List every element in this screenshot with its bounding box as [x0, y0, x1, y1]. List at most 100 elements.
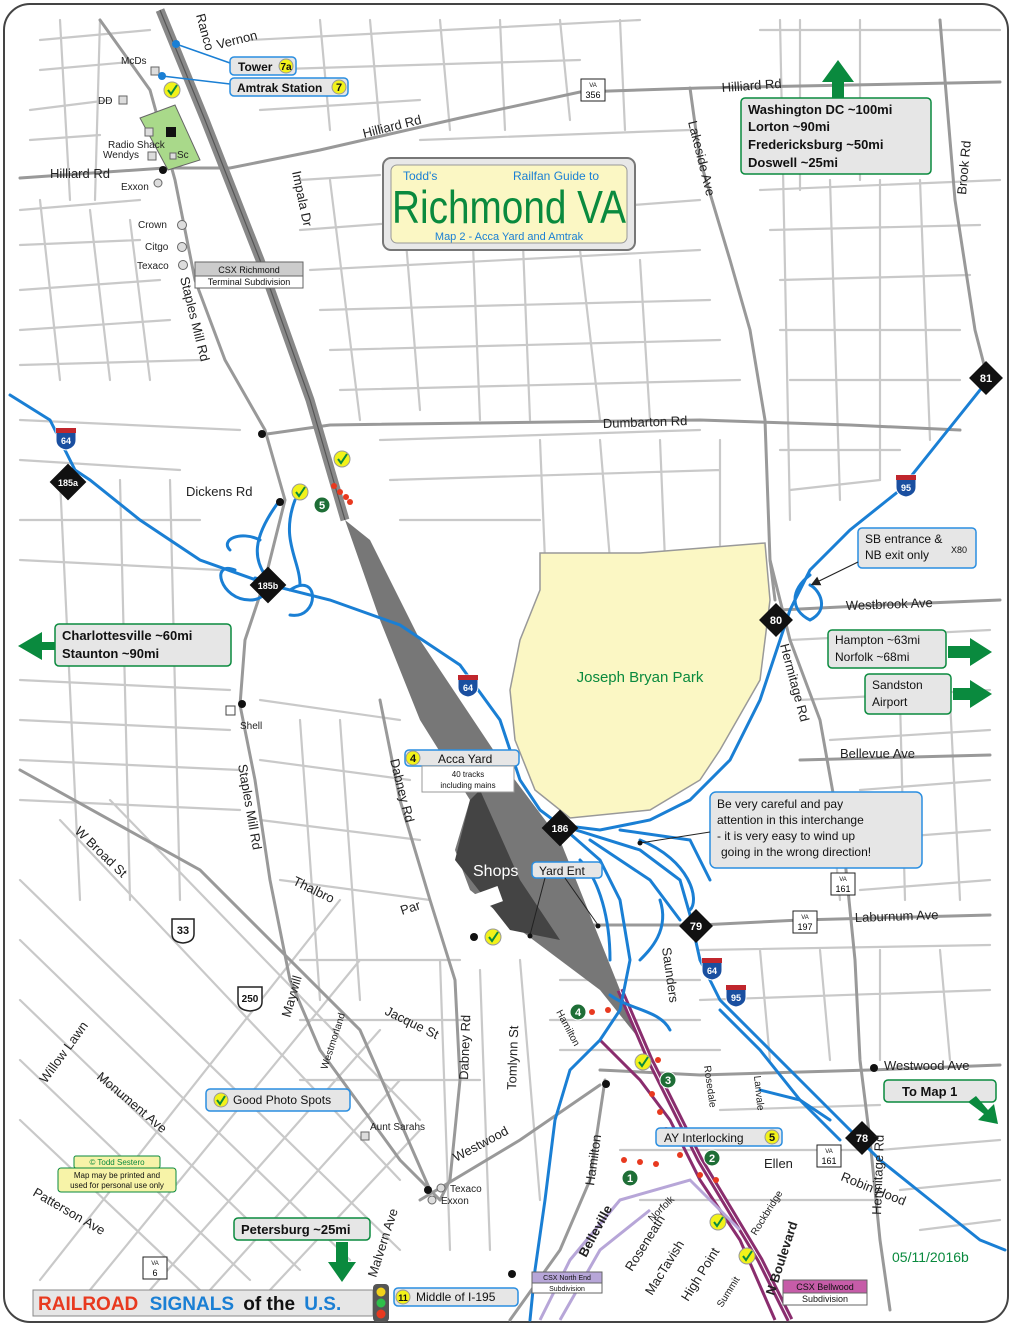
- signal-5-marker[interactable]: 5: [313, 496, 331, 514]
- amtrak-station-building-icon: [166, 127, 176, 137]
- poi-radio-shack-marker[interactable]: [144, 127, 154, 137]
- callout-ay-interlocking[interactable]: AY Interlocking 5: [655, 1127, 783, 1147]
- svg-text:6: 6: [152, 1268, 157, 1278]
- svg-text:78: 78: [856, 1133, 868, 1145]
- exit-78-marker[interactable]: 78: [845, 1121, 879, 1155]
- dest-south-petersburg[interactable]: Petersburg ~25mi: [233, 1217, 371, 1241]
- dest-north[interactable]: Washington DC ~100mi Lorton ~90mi Freder…: [740, 97, 932, 175]
- shops-area[interactable]: [455, 790, 560, 940]
- va6-marker[interactable]: VA 6: [142, 1256, 168, 1280]
- poi-exxon-bottom-marker[interactable]: [427, 1195, 437, 1205]
- poi-dd-marker[interactable]: [118, 95, 128, 105]
- poi-crown-label: Crown: [138, 220, 167, 231]
- subdivision-csx-bellwood[interactable]: CSX Bellwood Subdivision: [782, 1279, 868, 1306]
- poi-shell-marker[interactable]: [225, 705, 236, 716]
- brand-banner[interactable]: RAILROAD SIGNALS of the U.S.: [32, 1284, 389, 1322]
- i64-shield-west[interactable]: 64: [55, 427, 77, 451]
- dest-west[interactable]: Charlottesville ~60mi Staunton ~90mi: [54, 623, 232, 667]
- va356-marker[interactable]: VA 356: [580, 78, 606, 102]
- svg-text:5: 5: [319, 500, 325, 512]
- us250-shield[interactable]: 250: [237, 986, 263, 1012]
- callout-careful-interchange[interactable]: Be very careful and pay attention in thi…: [637, 791, 923, 869]
- photo-spot-dickens[interactable]: [291, 483, 309, 501]
- street-hermitage-rd-lower: Hermitage Rd: [869, 1134, 887, 1215]
- va161-marker-north[interactable]: VA 161: [830, 872, 856, 896]
- i95-shield-north[interactable]: 95: [895, 474, 917, 498]
- poi-aunt-sarahs-label: Aunt Sarahs: [370, 1122, 425, 1133]
- joseph-bryan-park-area[interactable]: [509, 542, 771, 819]
- dest-to-map-1[interactable]: To Map 1: [883, 1079, 997, 1103]
- callout-tower[interactable]: Tower 7a: [229, 56, 297, 76]
- poi-wendys-marker[interactable]: [147, 151, 157, 161]
- callout-yard-ent[interactable]: Yard Ent: [527, 861, 603, 939]
- title-box: Todd's Railfan Guide to Richmond VA Map …: [382, 157, 636, 251]
- poi-sc-marker[interactable]: [169, 152, 177, 160]
- arrow-north-icon: [822, 60, 854, 98]
- subdivision-csx-north-end[interactable]: CSX North End Subdivision: [531, 1271, 603, 1294]
- us33-shield[interactable]: 33: [171, 918, 195, 944]
- poi-citgo-marker[interactable]: [177, 242, 187, 252]
- svg-text:CSX North End: CSX North End: [543, 1275, 591, 1282]
- signal-2-marker[interactable]: 2: [703, 1149, 721, 1167]
- svg-text:Subdivision: Subdivision: [802, 1294, 848, 1304]
- exit-185a-marker[interactable]: 185a: [49, 463, 87, 501]
- poi-texaco-bottom-marker[interactable]: [436, 1183, 446, 1193]
- callout-amtrak-station[interactable]: Amtrak Station 7: [229, 77, 349, 97]
- arrow-east-sandston-icon: [953, 680, 992, 708]
- exit-185b-marker[interactable]: 185b: [249, 566, 287, 604]
- i64-shield-south[interactable]: 64: [701, 957, 723, 981]
- poi-texaco-bottom-label: Texaco: [450, 1184, 482, 1195]
- svg-text:Doswell ~25mi: Doswell ~25mi: [748, 155, 838, 170]
- callout-good-photo-spots[interactable]: Good Photo Spots: [205, 1088, 351, 1112]
- va161-marker-south[interactable]: VA 161: [816, 1144, 842, 1168]
- subdivision-csx-richmond[interactable]: CSX Richmond Terminal Subdivision: [194, 261, 304, 289]
- shops-building-icon: [473, 886, 503, 910]
- svg-text:64: 64: [707, 966, 717, 976]
- signal-1-marker[interactable]: 1: [621, 1169, 639, 1187]
- title-post: Railfan Guide to: [513, 169, 599, 183]
- poi-exxon-top-marker[interactable]: [153, 178, 163, 188]
- copyright-box[interactable]: © Todd Sestero Map may be printed and us…: [57, 1155, 177, 1193]
- poi-crown-marker[interactable]: [177, 220, 187, 230]
- svg-text:161: 161: [821, 1156, 836, 1166]
- i95-shield-south[interactable]: 95: [725, 984, 747, 1008]
- arrow-west-icon: [18, 632, 56, 660]
- svg-text:Amtrak Station: Amtrak Station: [237, 81, 322, 95]
- photo-spot-summit[interactable]: [738, 1247, 756, 1265]
- street-tomlynn-st: Tomlynn St: [504, 1025, 521, 1090]
- street-dumbarton-rd: Dumbarton Rd: [603, 413, 688, 431]
- svg-text:40 tracks: 40 tracks: [452, 770, 484, 779]
- signal-light-icon: [373, 1284, 389, 1322]
- callout-middle-i195[interactable]: 11 Middle of I-195: [393, 1287, 519, 1307]
- signal-4-marker[interactable]: 4: [569, 1003, 587, 1021]
- svg-text:To Map 1: To Map 1: [902, 1084, 957, 1099]
- dest-east-sandston[interactable]: Sandston Airport: [864, 673, 952, 715]
- poi-aunt-sarahs-marker[interactable]: [360, 1131, 370, 1141]
- photo-spot-amtrak[interactable]: [163, 81, 181, 99]
- photo-spot-shops[interactable]: [484, 928, 502, 946]
- svg-text:VA: VA: [589, 83, 597, 89]
- poi-texaco-top-marker[interactable]: [178, 260, 188, 270]
- svg-text:79: 79: [690, 921, 702, 933]
- svg-text:Middle of I-195: Middle of I-195: [416, 1290, 496, 1304]
- svg-text:© Todd Sestero: © Todd Sestero: [89, 1158, 145, 1167]
- svg-text:5: 5: [769, 1132, 775, 1144]
- subdivision-labels: CSX Richmond Terminal Subdivision CSX No…: [194, 261, 868, 1306]
- poi-mcds-marker[interactable]: [150, 66, 160, 76]
- photo-spot-dumbarton[interactable]: [333, 450, 351, 468]
- photo-spot-ay[interactable]: [634, 1053, 652, 1071]
- dest-east-hampton[interactable]: Hampton ~63mi Norfolk ~68mi: [827, 629, 947, 669]
- amtrak-station-lot[interactable]: [139, 104, 201, 171]
- svg-text:Terminal Subdivision: Terminal Subdivision: [208, 277, 291, 287]
- exit-186-marker[interactable]: 186: [541, 809, 579, 847]
- poi-exxon-top-label: Exxon: [121, 182, 149, 193]
- signal-3-marker[interactable]: 3: [659, 1071, 677, 1089]
- street-brook-rd: Brook Rd: [954, 140, 974, 195]
- i64-shield-center[interactable]: 64: [457, 674, 479, 698]
- callout-acca-yard[interactable]: 4 Acca Yard 40 tracks including mains: [404, 749, 520, 793]
- va197-marker[interactable]: VA 197: [792, 910, 818, 934]
- svg-text:VA: VA: [151, 1261, 159, 1267]
- callout-sb-entrance[interactable]: SB entrance & NB exit only X80: [810, 527, 977, 586]
- photo-spot-rockbridge[interactable]: [709, 1213, 727, 1231]
